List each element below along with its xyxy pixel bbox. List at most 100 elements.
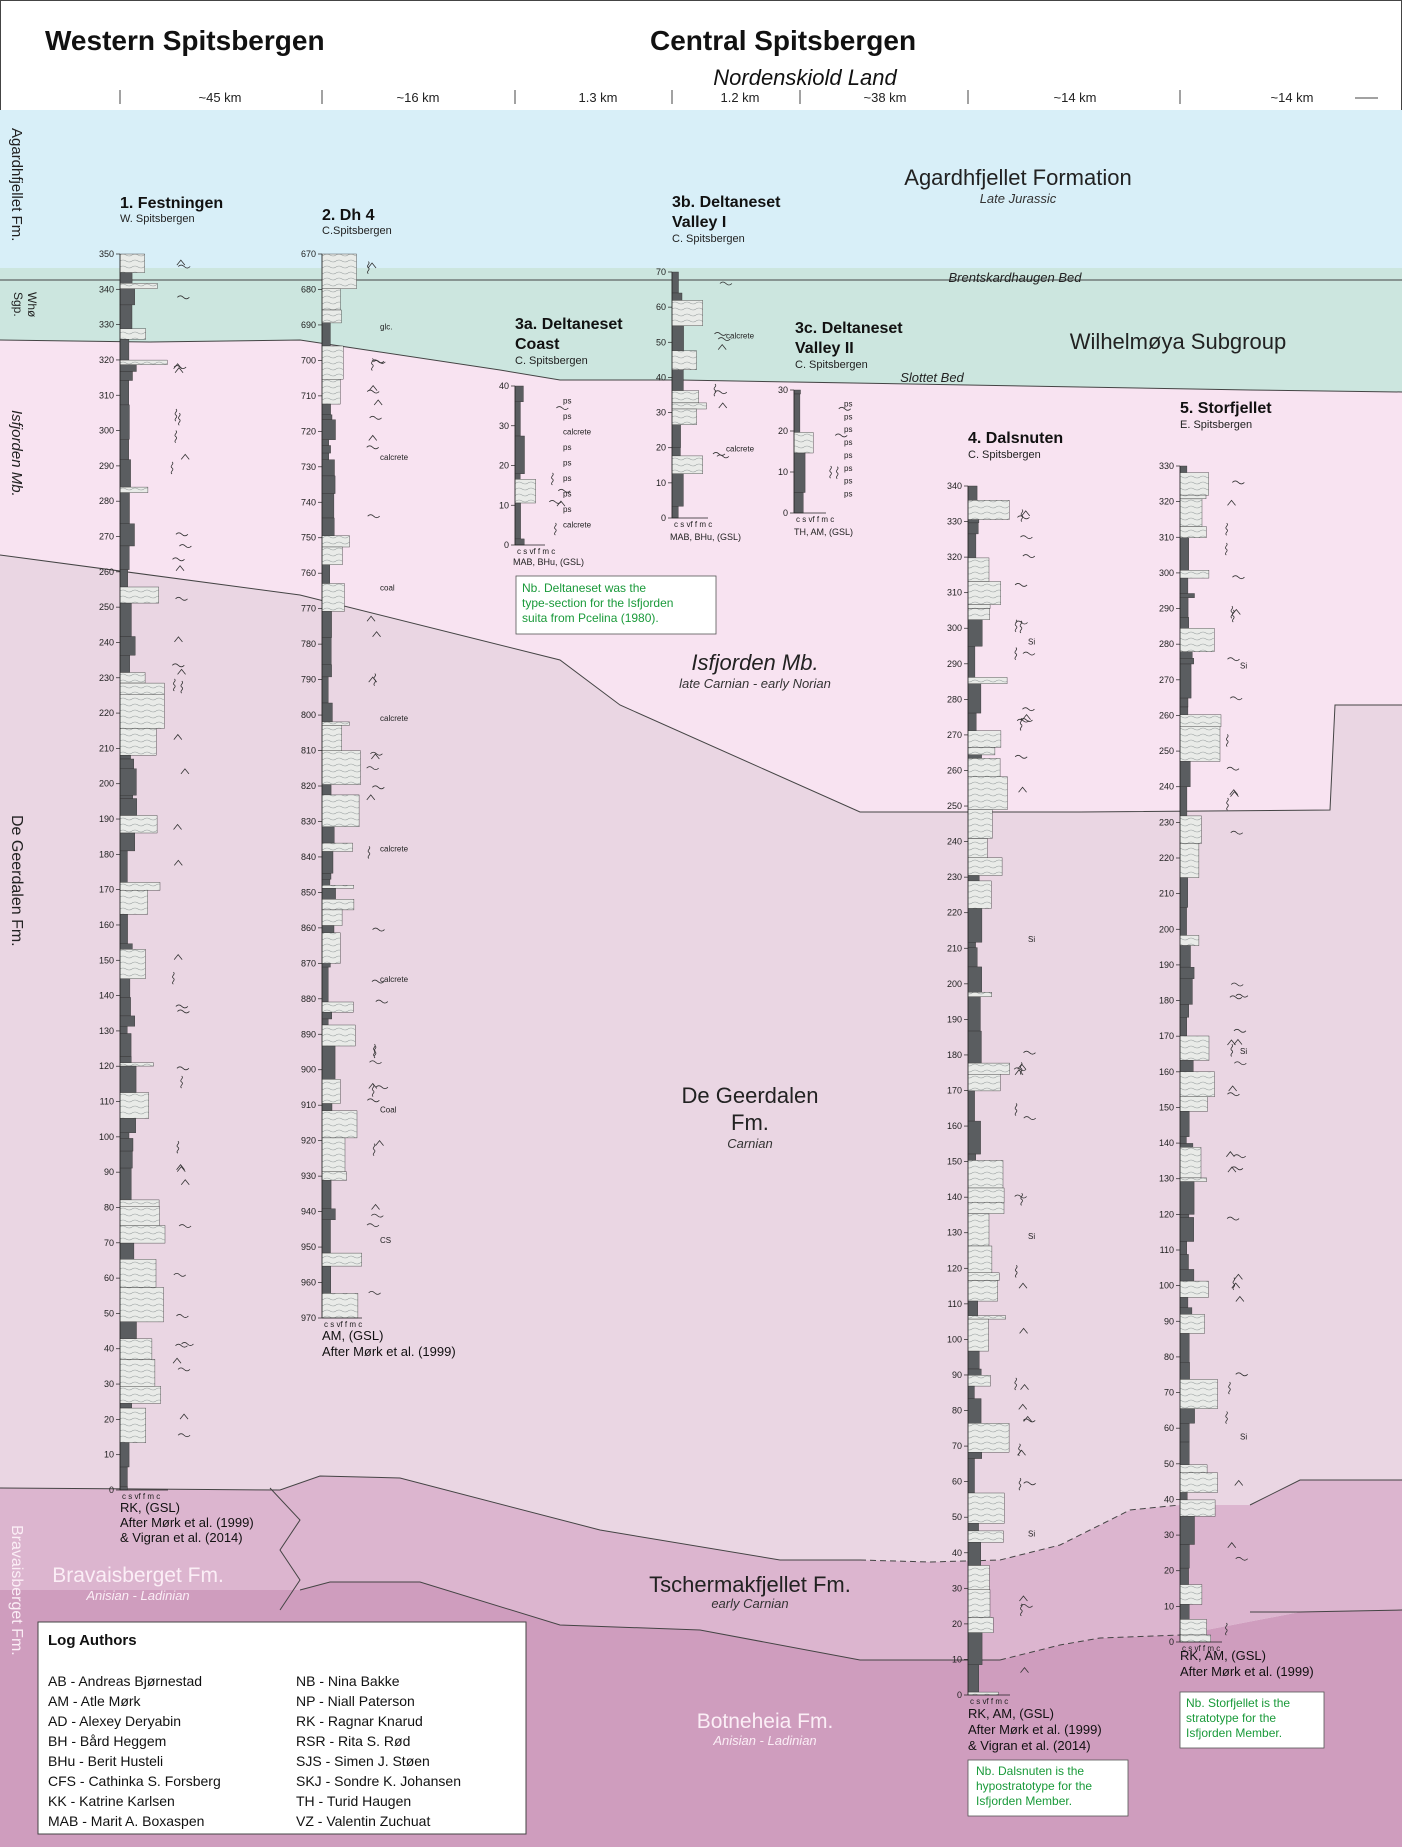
bravais-name: Bravaisberget Fm. xyxy=(52,1564,224,1587)
mudstone-bed xyxy=(321,1208,336,1221)
side-label-agardh: Agardhfjellet Fm. xyxy=(8,128,25,241)
side-label-isfjorden: Isfjorden Mb. xyxy=(8,410,25,497)
depth-tick-label: 30 xyxy=(499,421,509,431)
sedimentary-structure-symbol xyxy=(1234,1479,1244,1486)
storfjellet-note-3: Isfjorden Member. xyxy=(1186,1726,1282,1740)
feature-label: ps xyxy=(563,474,571,483)
sedimentary-structure-symbol xyxy=(177,295,190,300)
feature-label: Si xyxy=(1028,638,1035,647)
mudstone-bed xyxy=(967,522,979,535)
sedimentary-structure-symbol xyxy=(716,454,730,459)
sedimentary-structure-symbol xyxy=(1225,542,1228,556)
depth-tick-label: 280 xyxy=(1159,639,1174,649)
mudstone-bed xyxy=(1179,1241,1188,1255)
depth-tick-label: 790 xyxy=(301,675,316,685)
sandstone-bed xyxy=(967,1375,991,1387)
depth-tick-label: 260 xyxy=(99,567,114,577)
mudstone-bed xyxy=(967,519,980,523)
sedimentary-structure-symbol xyxy=(1227,1166,1237,1173)
depth-tick-label: 100 xyxy=(1159,1281,1174,1291)
sandstone-bed xyxy=(321,309,342,324)
sandstone-bed xyxy=(967,730,1002,748)
feature-label: ps xyxy=(563,505,571,514)
mudstone-bed xyxy=(321,564,331,584)
depth-tick-label: 90 xyxy=(952,1370,962,1380)
depth-tick-label: 110 xyxy=(948,1299,962,1309)
mudstone-bed xyxy=(119,1167,132,1201)
mudstone-bed xyxy=(119,1466,128,1488)
botneheia-age: Anisian - Ladinian xyxy=(712,1733,816,1748)
depth-tick-label: 10 xyxy=(778,467,788,477)
depth-tick-label: 10 xyxy=(104,1450,114,1460)
dalsnuten-title: 4. Dalsnuten xyxy=(968,430,1063,447)
sedimentary-structure-symbol xyxy=(1019,1595,1028,1602)
mudstone-bed xyxy=(514,502,521,540)
storfjellet-note-1: Nb. Storfjellet is the xyxy=(1186,1696,1290,1710)
sedimentary-structure-symbol xyxy=(1233,1154,1247,1159)
side-label-bravais: Bravaisberget Fm. xyxy=(8,1525,25,1656)
grain-size-label: c s vf f m c xyxy=(1182,1644,1220,1653)
sedimentary-structure-symbol xyxy=(1014,647,1018,660)
sedimentary-structure-symbol xyxy=(174,367,184,373)
legend-author-right: SKJ - Sondre K. Johansen xyxy=(296,1773,461,1789)
depth-tick-label: 20 xyxy=(499,461,509,471)
sedimentary-structure-symbol xyxy=(1230,982,1244,987)
feature-label: calcrete xyxy=(563,520,592,529)
depth-tick-label: 200 xyxy=(99,779,114,789)
sandstone-bed xyxy=(321,546,343,565)
sandstone-bed xyxy=(119,682,165,695)
depth-tick-label: 310 xyxy=(1159,532,1174,542)
sandstone-bed xyxy=(321,583,345,612)
sandstone-bed xyxy=(967,1213,990,1247)
sandstone-bed xyxy=(967,1691,999,1696)
mudstone-bed xyxy=(119,459,131,488)
sedimentary-structure-symbol xyxy=(558,488,571,493)
sedimentary-structure-symbol xyxy=(834,433,848,438)
mudstone-bed xyxy=(967,1542,982,1566)
sedimentary-structure-symbol xyxy=(1235,1295,1245,1302)
depth-tick-label: 340 xyxy=(99,284,114,294)
mudstone-bed xyxy=(119,1132,130,1139)
depth-tick-label: 50 xyxy=(1164,1459,1174,1469)
depth-tick-label: 330 xyxy=(947,517,962,527)
depth-tick-label: 320 xyxy=(99,355,114,365)
mudstone-bed xyxy=(119,1015,136,1027)
feature-label: ps xyxy=(563,459,571,468)
depth-tick-label: 880 xyxy=(301,994,316,1004)
mudstone-bed xyxy=(119,545,130,570)
dalsnuten-credit-1: RK, AM, (GSL) xyxy=(968,1706,1054,1721)
sandstone-bed xyxy=(119,1259,157,1288)
depth-tick-label: 720 xyxy=(301,426,316,436)
mudstone-bed xyxy=(671,292,683,301)
brentskard-bed: Brentskardhaugen Bed xyxy=(949,270,1083,285)
depth-tick-label: 0 xyxy=(957,1690,962,1700)
sedimentary-structure-symbol xyxy=(368,676,378,683)
sandstone-bed xyxy=(967,1589,991,1618)
depth-tick-label: 180 xyxy=(947,1050,962,1060)
sedimentary-structure-symbol xyxy=(1230,1044,1234,1057)
depth-tick-label: 290 xyxy=(947,659,962,669)
mudstone-bed xyxy=(321,702,333,723)
sandstone-bed xyxy=(514,479,536,504)
feature-label: ps xyxy=(844,438,852,447)
mudstone-bed xyxy=(1179,1136,1187,1144)
sandstone-bed xyxy=(119,253,145,273)
storfjellet-credit-1: RK, AM, (GSL) xyxy=(1180,1648,1266,1663)
feature-label: ps xyxy=(563,397,571,406)
sedimentary-structure-symbol xyxy=(1232,480,1245,485)
sandstone-bed xyxy=(1179,526,1207,539)
sandstone-bed xyxy=(321,899,355,911)
sandstone-bed xyxy=(321,1024,356,1047)
delta-valley1-credit: MAB, BHu, (GSL) xyxy=(670,532,741,542)
mudstone-bed xyxy=(321,1265,332,1294)
sandstone-bed xyxy=(321,725,342,752)
sedimentary-structure-symbol xyxy=(173,678,176,692)
dh4-title: 2. Dh 4 xyxy=(322,207,375,224)
delta-coast-title-1: 3a. Deltaneset xyxy=(515,316,623,333)
depth-tick-label: 820 xyxy=(301,781,316,791)
mudstone-bed xyxy=(967,1458,975,1494)
feature-label: Si xyxy=(1028,1529,1035,1538)
sandstone-bed xyxy=(1179,1464,1208,1473)
mudstone-bed xyxy=(967,619,983,647)
